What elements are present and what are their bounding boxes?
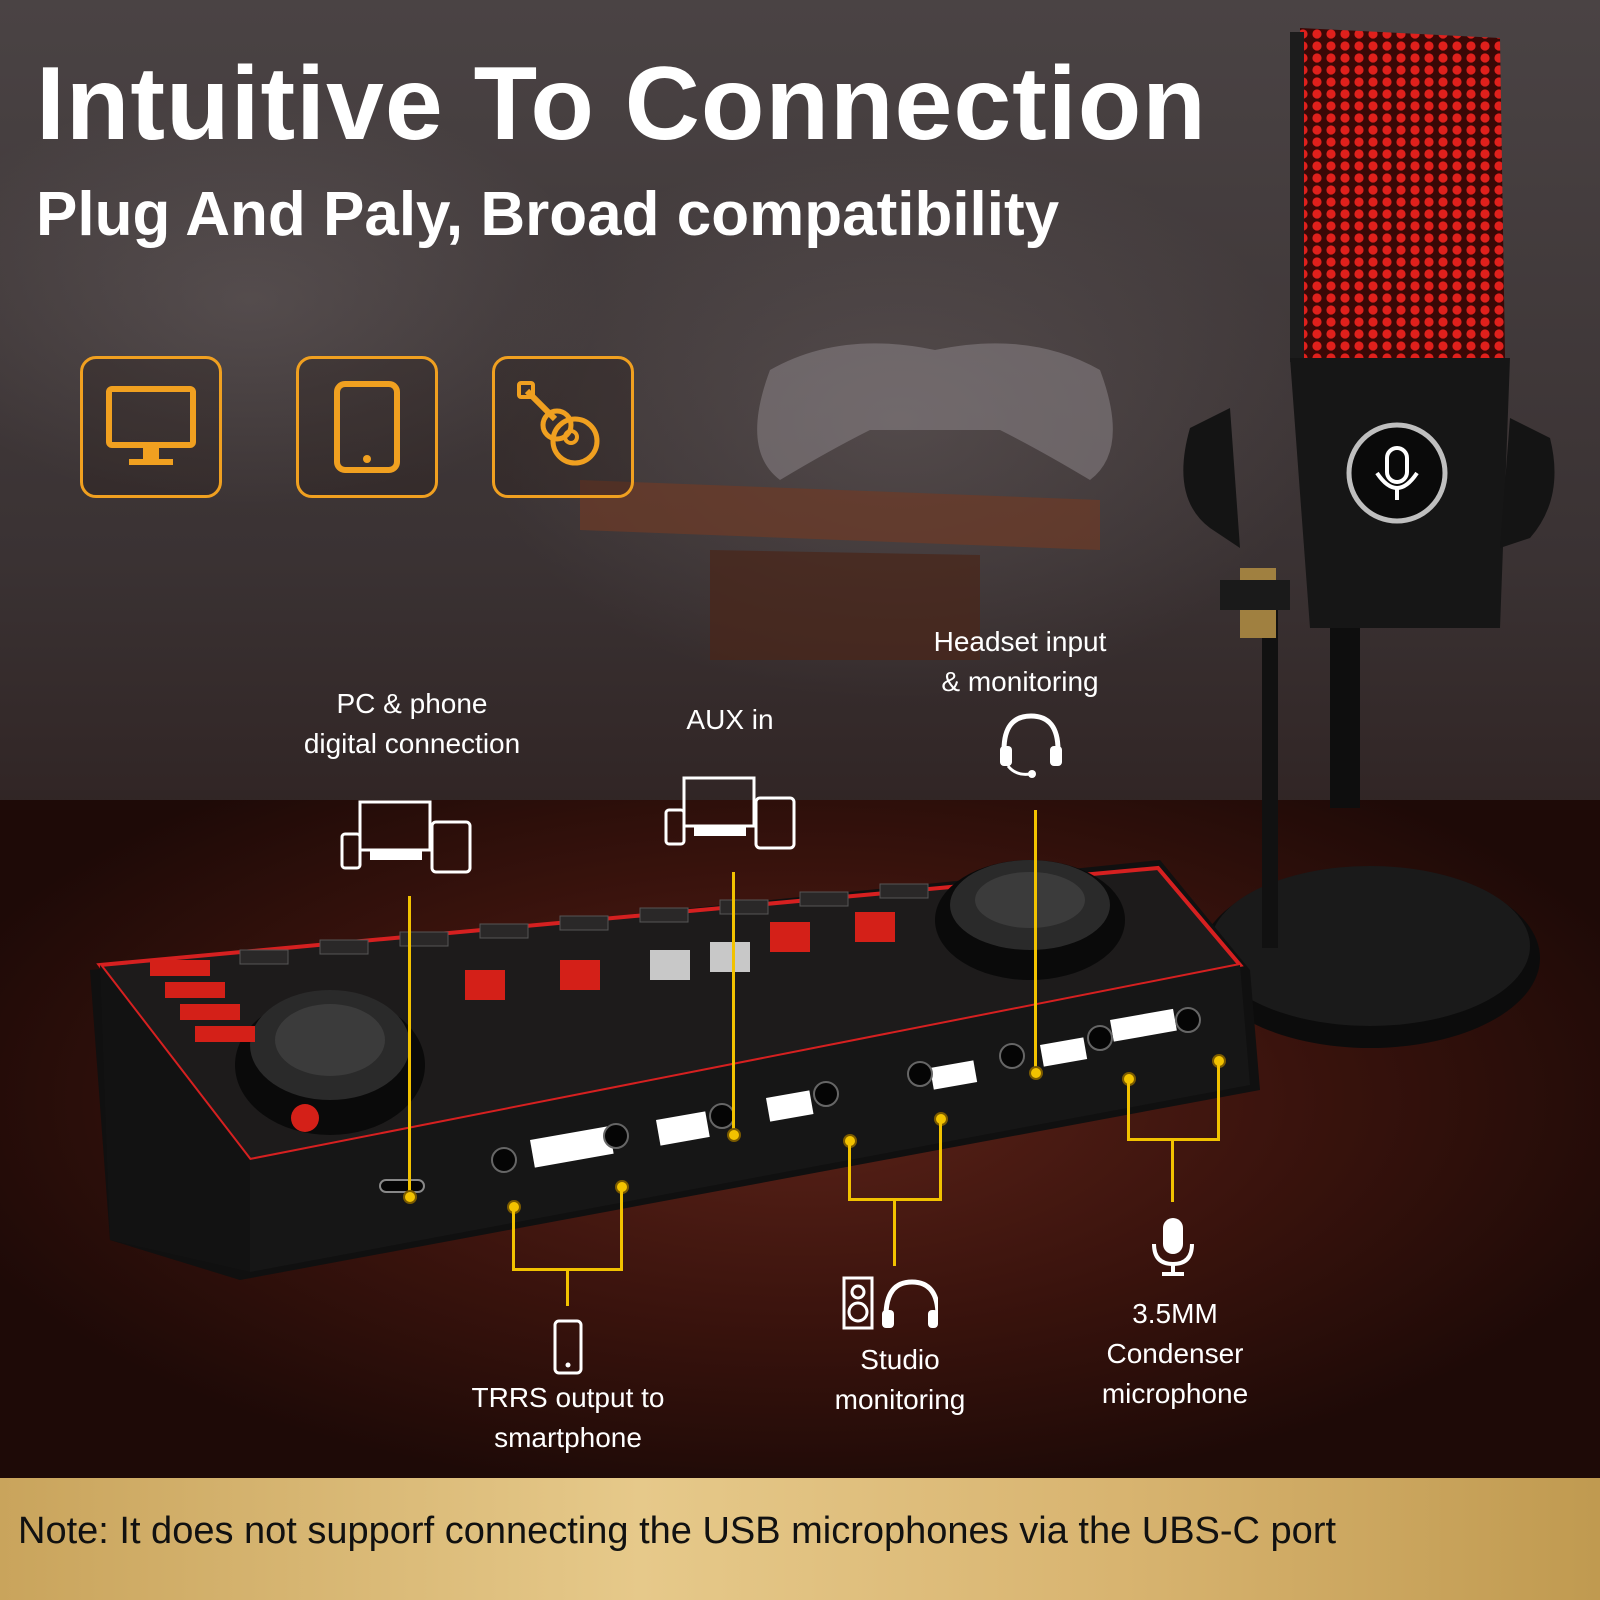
- callout-pc-phone-line1: PC & phone: [336, 688, 488, 719]
- condenser-microphone: [1183, 28, 1555, 1048]
- callout-trrs: TRRS output to smartphone: [430, 1378, 706, 1458]
- callout-line-mic-stem: [1171, 1140, 1174, 1202]
- callout-studio-line2: monitoring: [834, 1384, 966, 1415]
- tablet-icon: [334, 381, 400, 473]
- callout-aux-line1: AUX in: [686, 704, 774, 735]
- callout-headset-line1: Headset input: [933, 626, 1107, 657]
- callout-headset: Headset input & monitoring: [900, 622, 1140, 702]
- callout-line-studio-right: [939, 1122, 942, 1200]
- page-subtitle: Plug And Paly, Broad compatibility: [36, 180, 1060, 249]
- background-gamepad: [757, 343, 1113, 480]
- multi-device-icon-aux: [664, 776, 796, 850]
- headset-icon: [1000, 713, 1062, 778]
- audio-mixer: [90, 860, 1260, 1280]
- callout-line-mic-left: [1127, 1082, 1130, 1140]
- callout-headset-line2: & monitoring: [941, 666, 1099, 697]
- callout-line-mic-right: [1217, 1064, 1220, 1140]
- callout-trrs-line1: TRRS output to: [471, 1382, 665, 1413]
- callout-aux: AUX in: [640, 700, 820, 740]
- callout-dot-headset: [1029, 1066, 1043, 1080]
- callout-pc-phone-line2: digital connection: [303, 728, 521, 759]
- footer-bar: [0, 1478, 1600, 1600]
- background-wood-stand: [580, 480, 1100, 660]
- microphone-icon: [1152, 1218, 1194, 1276]
- callout-studio: Studio monitoring: [780, 1340, 1020, 1420]
- callout-line-studio-stem: [893, 1200, 896, 1266]
- callout-condenser: 3.5MM Condenser microphone: [1070, 1294, 1280, 1414]
- callout-dot-pc: [403, 1190, 417, 1204]
- footer-note: Note: It does not supporf connecting the…: [18, 1510, 1337, 1552]
- page-title: Intuitive To Connection: [36, 46, 1207, 162]
- callout-dot-aux: [727, 1128, 741, 1142]
- callout-line-trrs-right: [620, 1190, 623, 1270]
- callout-line-studio-bar: [848, 1198, 942, 1201]
- callout-line-trrs-bar: [512, 1268, 623, 1271]
- speaker-headphone-icon: [842, 1276, 938, 1330]
- monitor-icon-box: [80, 356, 222, 498]
- callout-line-pc: [408, 896, 411, 1196]
- monitor-icon: [106, 386, 196, 465]
- callout-studio-line1: Studio: [860, 1344, 940, 1375]
- smartphone-icon: [553, 1319, 583, 1375]
- callout-condenser-line3: microphone: [1101, 1378, 1249, 1409]
- callout-line-trrs-left: [512, 1210, 515, 1270]
- callout-line-trrs-stem: [566, 1270, 569, 1306]
- callout-line-headset: [1034, 810, 1037, 1072]
- callout-trrs-line2: smartphone: [494, 1422, 642, 1453]
- guitar-icon-box: [492, 356, 634, 498]
- callout-line-mic-bar: [1127, 1138, 1220, 1141]
- tablet-icon-box: [296, 356, 438, 498]
- callout-condenser-line1: 3.5MM: [1132, 1298, 1218, 1329]
- multi-device-icon: [340, 800, 472, 874]
- callout-pc-phone: PC & phone digital connection: [262, 684, 562, 764]
- callout-line-aux: [732, 872, 735, 1134]
- guitar-icon: [517, 381, 600, 466]
- callout-line-studio-left: [848, 1144, 851, 1200]
- callout-condenser-line2: Condenser: [1106, 1338, 1244, 1369]
